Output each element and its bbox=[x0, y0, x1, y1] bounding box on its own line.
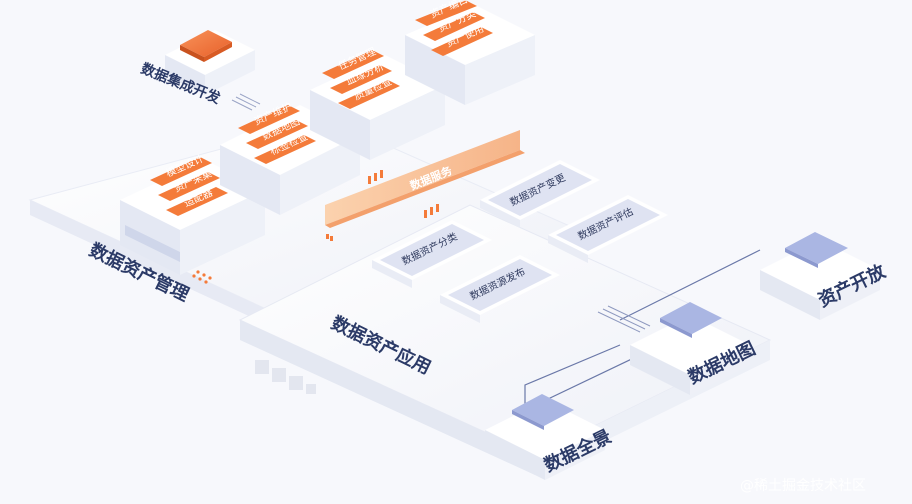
chip-icon bbox=[180, 30, 232, 62]
map-platform bbox=[630, 302, 750, 395]
bus-lines bbox=[597, 305, 651, 333]
card-evaluate: 数据资产评估 bbox=[548, 195, 668, 263]
card-change: 数据资产变更 bbox=[480, 160, 600, 228]
tags-task: 任务管理 血缘分析 质量检查 bbox=[322, 45, 400, 109]
connector-lines bbox=[231, 93, 261, 111]
panorama-platform bbox=[485, 394, 605, 480]
orange-arrows bbox=[326, 170, 439, 241]
card-publish: 数据资源发布 bbox=[440, 255, 560, 323]
orange-dots bbox=[192, 270, 212, 284]
watermark-text: @稀土掘金技术社区 bbox=[740, 478, 866, 494]
blur-blocks bbox=[255, 360, 316, 394]
open-platform bbox=[760, 232, 880, 320]
